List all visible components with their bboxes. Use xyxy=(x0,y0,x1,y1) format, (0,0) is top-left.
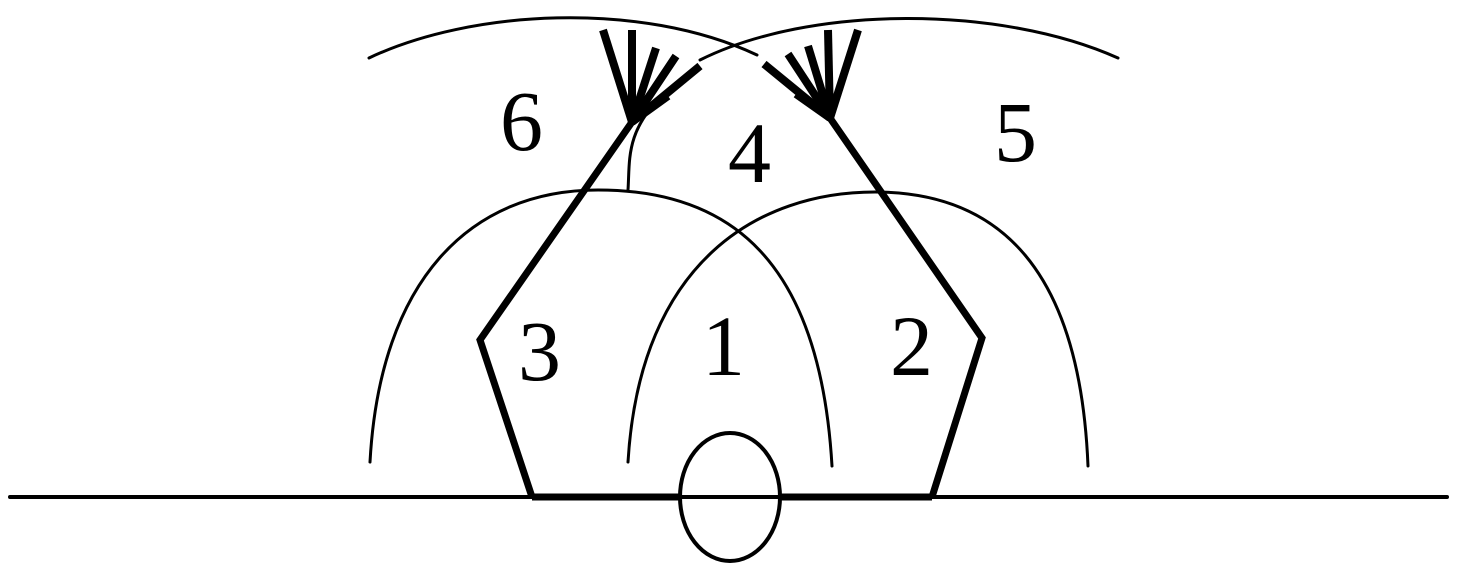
upper-right-arc xyxy=(700,18,1118,60)
region-label-1: 1 xyxy=(702,298,745,394)
region-label-2: 2 xyxy=(890,298,933,394)
region-label-6: 6 xyxy=(500,73,543,169)
upper-left-arc xyxy=(369,18,757,58)
region-label-4: 4 xyxy=(728,105,771,201)
left-brush-icon xyxy=(603,30,700,122)
region-label-3: 3 xyxy=(518,303,561,399)
region-label-5: 5 xyxy=(994,84,1037,180)
lower-right-arch xyxy=(628,192,1088,466)
right-brush-icon xyxy=(764,30,858,118)
lower-left-arch xyxy=(370,190,832,466)
